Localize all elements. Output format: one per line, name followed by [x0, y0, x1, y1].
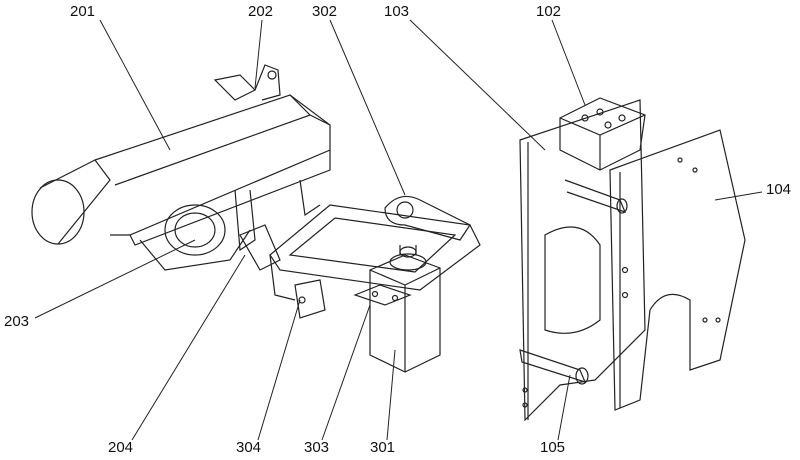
label-304: 304 — [236, 439, 262, 456]
label-302: 302 — [312, 3, 338, 20]
label-303: 303 — [304, 439, 330, 456]
label-201: 201 — [70, 3, 96, 20]
label-203: 203 — [4, 313, 30, 330]
top-block-part-102 — [559, 97, 646, 171]
servo-tab-part-303 — [353, 284, 412, 306]
lever-part-204 — [239, 224, 281, 271]
label-102: 102 — [536, 3, 562, 20]
label-104: 104 — [766, 181, 792, 198]
servo-part-301 — [369, 245, 441, 373]
label-204: 204 — [108, 439, 134, 456]
label-202: 202 — [248, 3, 274, 20]
side-plate-part-103 — [519, 99, 646, 422]
pin-part-105 — [519, 179, 628, 385]
side-plate-part-104 — [609, 129, 746, 411]
trigger-guard-part-203 — [139, 204, 251, 271]
label-105: 105 — [540, 439, 566, 456]
gun-body-part-201 — [31, 94, 331, 252]
label-301: 301 — [370, 439, 396, 456]
rear-sight-part-202 — [213, 64, 281, 101]
swing-arm-part-302 — [384, 195, 471, 241]
label-103: 103 — [384, 3, 410, 20]
leader-lines — [34, 19, 763, 441]
